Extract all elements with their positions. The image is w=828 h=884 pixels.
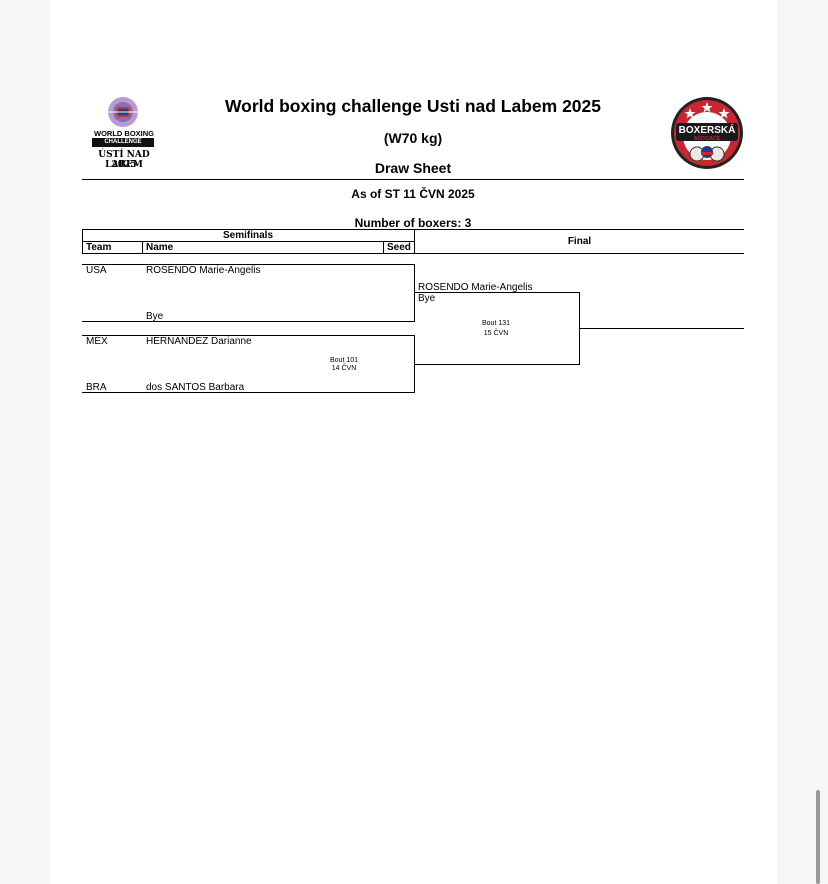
sheet-name: Draw Sheet — [374, 160, 452, 176]
number-of-boxers: Number of boxers: 3 — [354, 216, 472, 230]
header-rule — [82, 179, 744, 180]
bracket-2-top-line — [82, 335, 414, 336]
bracket-2-bottom-line — [82, 392, 414, 393]
seed-header: Seed — [387, 242, 411, 253]
bracket-1-bottom-line — [82, 321, 414, 322]
as-of-date: As of ST 11 ČVN 2025 — [351, 187, 475, 201]
final-bottom-line — [414, 364, 580, 365]
entry-1-team: USA — [86, 265, 107, 276]
semi-bout-date: 14 ČVN — [331, 365, 357, 372]
weight-class: (W70 kg) — [383, 130, 443, 146]
table-header-bottom-rule — [82, 253, 744, 254]
entry-4-name: dos SANTOS Barbara — [146, 382, 245, 393]
team-name-divider — [142, 241, 143, 254]
final-top-entry: ROSENDO Marie-Angelis — [418, 282, 533, 293]
boxing-glove-emblem-icon — [108, 97, 138, 127]
name-seed-divider — [383, 241, 384, 254]
table-left-border — [82, 229, 83, 254]
entry-2-name: Bye — [146, 311, 164, 322]
scrollbar[interactable] — [816, 790, 820, 884]
semi-bout-number: Bout 101 — [329, 357, 359, 364]
badge-line-2: BOXERSKÁ — [678, 125, 736, 136]
ceska-boxerska-asociace-logo: ČESKÁ BOXERSKÁ ASOCIACE — [670, 96, 744, 170]
entry-1-name: ROSENDO Marie-Angelis — [146, 265, 261, 276]
association-badge-icon — [671, 97, 743, 169]
entry-4-team: BRA — [86, 382, 107, 393]
team-header: Team — [86, 242, 112, 253]
final-bout-number: Bout 131 — [481, 320, 511, 327]
page-title: World boxing challenge Usti nad Labem 20… — [224, 96, 601, 116]
semifinals-header: Semifinals — [222, 230, 274, 241]
badge-line-1: ČESKÁ — [696, 118, 718, 124]
bracket-1-top-line — [82, 264, 414, 265]
final-top-line — [414, 292, 580, 293]
draw-sheet-page — [50, 0, 777, 884]
entry-3-team: MEX — [86, 336, 108, 347]
name-header: Name — [146, 242, 174, 253]
final-header: Final — [567, 236, 592, 247]
final-bottom-entry: Bye — [418, 293, 436, 304]
world-boxing-challenge-logo: WORLD BOXING CHALLENGE ÚSTÍ NAD LABEM 20… — [82, 94, 166, 172]
badge-line-3: ASOCIACE — [693, 136, 721, 142]
logo-line-2: CHALLENGE — [92, 138, 154, 147]
logo-line-1: WORLD BOXING — [94, 129, 154, 138]
winner-line — [579, 328, 744, 329]
semis-final-divider — [414, 229, 415, 254]
semis-header-rule — [82, 241, 414, 242]
table-top-rule — [82, 229, 744, 230]
final-bout-date: 15 ČVN — [483, 330, 509, 337]
logo-line-3: ÚSTÍ NAD LABEM — [98, 150, 150, 170]
logo-line-4: 2025 — [111, 160, 137, 170]
bracket-1-connector — [414, 264, 415, 322]
entry-3-name: HERNANDEZ Darianne — [146, 336, 252, 347]
